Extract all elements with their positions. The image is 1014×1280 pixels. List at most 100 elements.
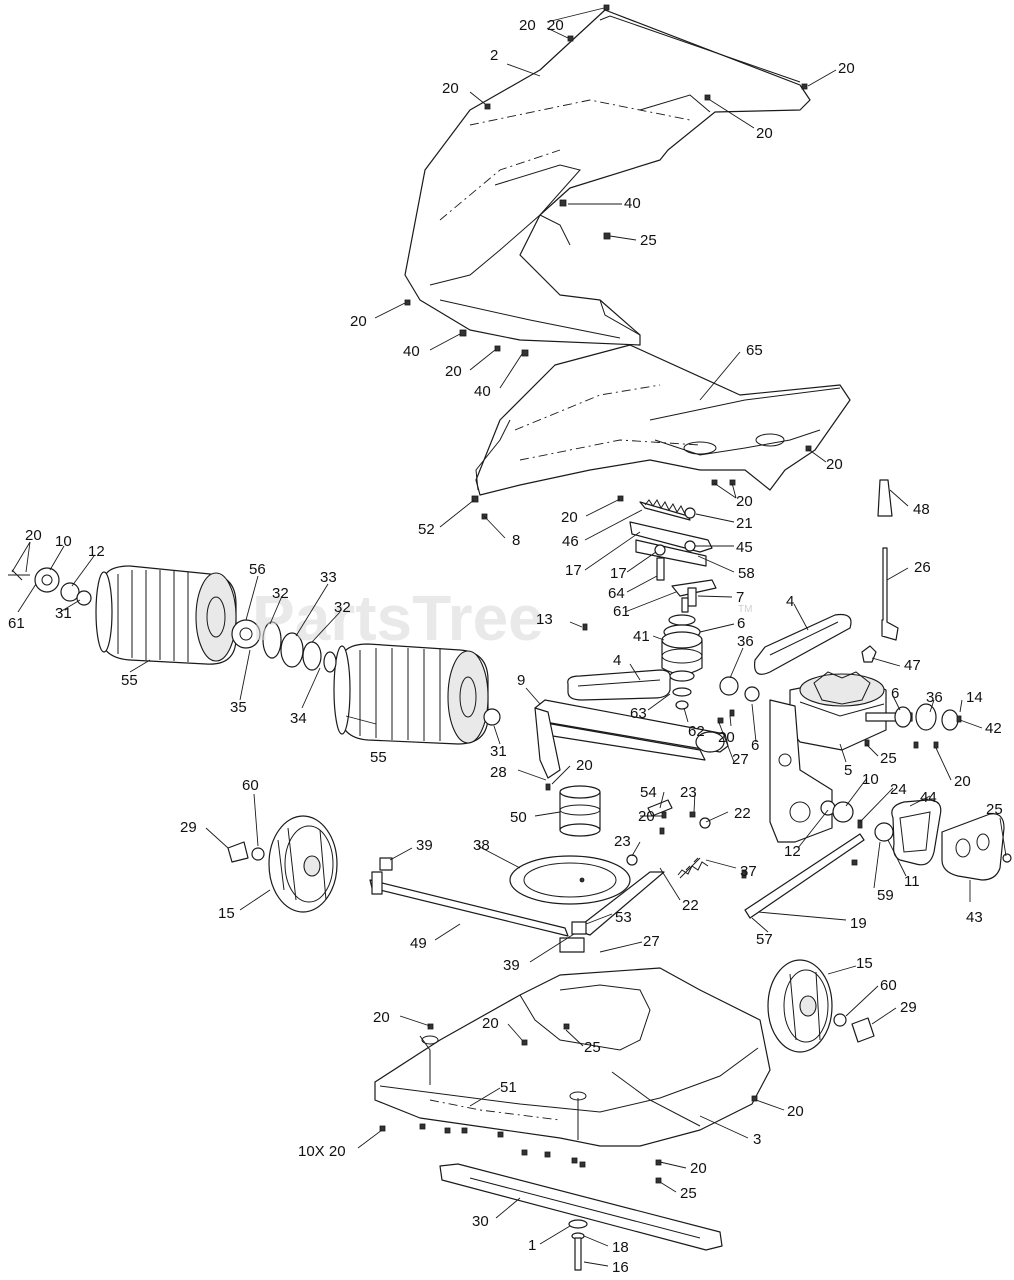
rear-roller-left: [95, 565, 237, 665]
callout-35: 35: [230, 699, 247, 716]
callout-13: 13: [536, 611, 553, 628]
callout-32: 32: [334, 599, 351, 616]
roller-hardware: [8, 567, 501, 726]
callout-32: 32: [272, 585, 289, 602]
callout-20: 20: [954, 773, 971, 790]
callout-17: 17: [610, 565, 627, 582]
callout-9: 9: [517, 672, 525, 689]
callout-46: 46: [562, 533, 579, 550]
callout-45: 45: [736, 539, 753, 556]
callout-25: 25: [880, 750, 897, 767]
wheel-left: [227, 815, 338, 913]
fasteners: [379, 4, 962, 1184]
callout-27: 27: [732, 751, 749, 768]
callout-40: 40: [403, 343, 420, 360]
callout-54: 54: [640, 784, 657, 801]
callout-60: 60: [880, 977, 897, 994]
callout-52: 52: [418, 521, 435, 538]
callout-20: 20: [373, 1009, 390, 1026]
callout-36: 36: [737, 633, 754, 650]
callout-20: 20: [519, 17, 536, 34]
callout-28: 28: [490, 764, 507, 781]
watermark-trademark: TM: [738, 604, 752, 615]
callout-17: 58: [738, 565, 755, 582]
callout-39: 39: [416, 837, 433, 854]
callout-59: 59: [877, 887, 894, 904]
callout-58: 26: [914, 559, 931, 576]
callout-25: 25: [680, 1185, 697, 1202]
callout-15: 15: [856, 955, 873, 972]
callout-48: 48: [913, 501, 930, 518]
callout-31: 31: [55, 605, 72, 622]
callout-60: 60: [242, 777, 259, 794]
grass-chute: [475, 344, 851, 496]
callout-20: 20: [561, 509, 578, 526]
callout-20: 20: [736, 493, 753, 510]
callout-16: 16: [612, 1259, 629, 1276]
callout-20: 20: [787, 1103, 804, 1120]
callout-43: 43: [966, 909, 983, 926]
callout-56: 56: [249, 561, 266, 578]
callout-29: 29: [180, 819, 197, 836]
callout-20: 20: [838, 60, 855, 77]
callout-37: 37: [740, 863, 757, 880]
callout-11: 11: [904, 873, 920, 890]
callout-23: 23: [614, 833, 631, 850]
callout-labels: 20 20 2 20 20 40 25 20 40 20 40 65 20 20…: [8, 17, 1003, 1276]
callout-10: 10: [862, 771, 879, 788]
callout-1: 1: [528, 1237, 536, 1254]
callout-20: 20: [442, 80, 459, 97]
leader-lines: [11, 7, 1007, 1267]
wheel-right: [767, 959, 875, 1053]
callout-62: 62: [688, 723, 705, 740]
callout-25: 25: [584, 1039, 601, 1056]
callout-63: 63: [630, 705, 647, 722]
callout-40: 40: [474, 383, 491, 400]
callout-20: 20: [547, 17, 564, 34]
control-handle: [861, 479, 899, 663]
callout-21: 21: [736, 515, 753, 532]
callout-6: 6: [751, 737, 759, 754]
rear-shroud-upper: [404, 9, 811, 346]
callout-20: 20: [690, 1160, 707, 1177]
callout-3: 3: [753, 1131, 761, 1148]
callout-22: 22: [682, 897, 699, 914]
callout-20: 8: [512, 532, 520, 549]
callout-5: 5: [844, 762, 852, 779]
callout-23: 23: [680, 784, 697, 801]
callout-20: 20: [756, 125, 773, 142]
callout-2: 2: [490, 47, 498, 64]
callout-6: 6: [891, 685, 899, 702]
callout-20: 20: [445, 363, 462, 380]
transmission: [719, 671, 959, 751]
callout-53: 53: [615, 909, 632, 926]
callout-31: 31: [490, 743, 507, 760]
callout-20: 20: [826, 456, 843, 473]
callout-10: 10: [55, 533, 72, 550]
callout-26: 64: [608, 585, 625, 602]
callout-6: 6: [737, 615, 745, 632]
callout-55: 55: [370, 749, 387, 766]
callout-18: 18: [612, 1239, 629, 1256]
callout-20: 20: [25, 527, 42, 544]
callout-20: 20: [350, 313, 367, 330]
pulley-stack: [661, 614, 703, 710]
callout-19: 19: [850, 915, 867, 932]
callout-20: 20: [482, 1015, 499, 1032]
callout-14: 14: [966, 689, 983, 706]
callout-55: 55: [121, 672, 138, 689]
cutting-blade: [439, 1163, 723, 1271]
main-frame: [534, 699, 854, 843]
callout-24: 24: [890, 781, 907, 798]
baffle-and-bushing: [509, 785, 673, 905]
callout-22: 22: [734, 805, 751, 822]
callout-4: 4: [613, 652, 621, 669]
callout-27: 27: [643, 933, 660, 950]
callout-65: 65: [746, 342, 763, 359]
watermark-text: PartsTree: [252, 582, 544, 654]
callout-15: 15: [218, 905, 235, 922]
callout-50: 50: [510, 809, 527, 826]
callout-47: 47: [904, 657, 921, 674]
